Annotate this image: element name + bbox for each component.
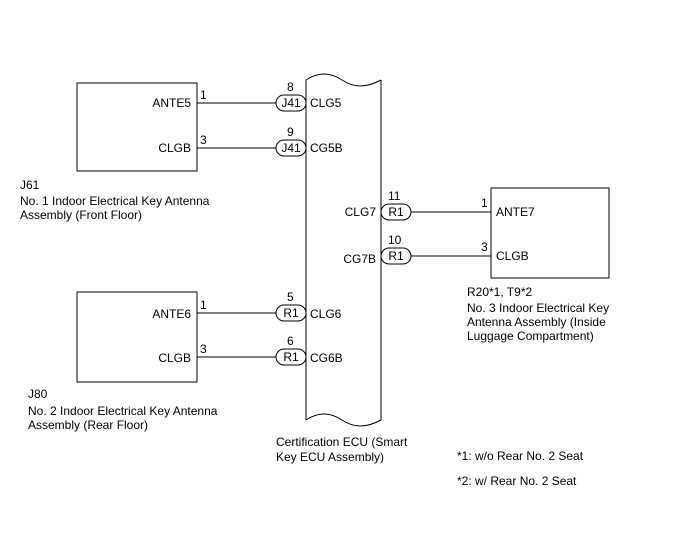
- connector-j41-a-label: J41: [281, 96, 301, 110]
- antenna-luggage-pin1-name: ANTE7: [496, 205, 535, 219]
- connector-r1-c-label: R1: [388, 205, 404, 219]
- antenna-front-pin1-number: 1: [200, 88, 207, 102]
- ecu-terminal-cg5b: CG5B: [310, 141, 343, 155]
- antenna-luggage-name-line3: Luggage Compartment): [467, 329, 594, 343]
- ecu-label-line1: Certification ECU (Smart: [276, 435, 408, 449]
- antenna-luggage-name-line2: Antenna Assembly (Inside: [467, 315, 606, 329]
- ecu-terminal-cg6b: CG6B: [310, 351, 343, 365]
- connector-j41-b-label: J41: [281, 141, 301, 155]
- note-1: *1: w/o Rear No. 2 Seat: [457, 449, 584, 463]
- connector-r1-d-label: R1: [388, 249, 404, 263]
- antenna-luggage-name-line1: No. 3 Indoor Electrical Key: [467, 301, 609, 315]
- connector-j41-b: [275, 139, 307, 157]
- antenna-front-name-line2: Assembly (Front Floor): [20, 208, 142, 222]
- ecu-top-edge: [305, 73, 382, 87]
- antenna-rear-floor-pin3-number: 3: [200, 342, 207, 356]
- ecu-body: [305, 73, 382, 427]
- connector-r1-d: [380, 247, 412, 265]
- antenna-luggage-pin3-number: 3: [481, 240, 488, 254]
- connector-j41-a: [275, 94, 307, 112]
- antenna-front-box: [76, 82, 198, 172]
- connector-r1-a-label: R1: [283, 306, 299, 320]
- antenna-rear-floor-name-line1: No. 2 Indoor Electrical Key Antenna: [28, 404, 218, 418]
- ecu-terminal-clg5: CLG5: [310, 96, 342, 110]
- antenna-luggage-pin3-name: CLGB: [496, 249, 529, 263]
- antenna-luggage-code: R20*1, T9*2: [467, 285, 532, 299]
- ecu-pin-9: 9: [287, 125, 294, 139]
- ecu-terminal-clg6: CLG6: [310, 307, 342, 321]
- ecu-bottom-edge: [305, 413, 382, 427]
- connector-r1-b: [275, 348, 307, 366]
- antenna-rear-floor-pin3-name: CLGB: [158, 351, 191, 365]
- ecu-terminal-cg7b: CG7B: [343, 252, 376, 266]
- ecu-pin-10: 10: [388, 233, 402, 247]
- antenna-rear-floor-name-line2: Assembly (Rear Floor): [28, 418, 148, 432]
- antenna-rear-floor-box: [76, 291, 198, 383]
- ecu-terminal-clg7: CLG7: [345, 205, 377, 219]
- connector-r1-c: [380, 203, 412, 221]
- antenna-rear-floor-pin1-name: ANTE6: [152, 307, 191, 321]
- antenna-luggage-box: [490, 187, 610, 279]
- antenna-front-pin3-name: CLGB: [158, 141, 191, 155]
- ecu-pin-8: 8: [287, 80, 294, 94]
- antenna-front-pin3-number: 3: [200, 133, 207, 147]
- antenna-luggage-pin1-number: 1: [481, 196, 488, 210]
- ecu-pin-11: 11: [388, 189, 401, 203]
- note-2: *2: w/ Rear No. 2 Seat: [457, 474, 577, 488]
- connector-r1-a: [275, 304, 307, 322]
- connector-r1-b-label: R1: [283, 350, 299, 364]
- antenna-rear-floor-pin1-number: 1: [200, 298, 207, 312]
- ecu-pin-5: 5: [287, 290, 294, 304]
- ecu-pin-6: 6: [287, 334, 294, 348]
- ecu-label-line2: Key ECU Assembly): [276, 450, 384, 464]
- antenna-front-code: J61: [20, 178, 40, 192]
- antenna-rear-floor-code: J80: [28, 387, 48, 401]
- antenna-front-pin1-name: ANTE5: [152, 96, 191, 110]
- antenna-front-name-line1: No. 1 Indoor Electrical Key Antenna: [20, 194, 210, 208]
